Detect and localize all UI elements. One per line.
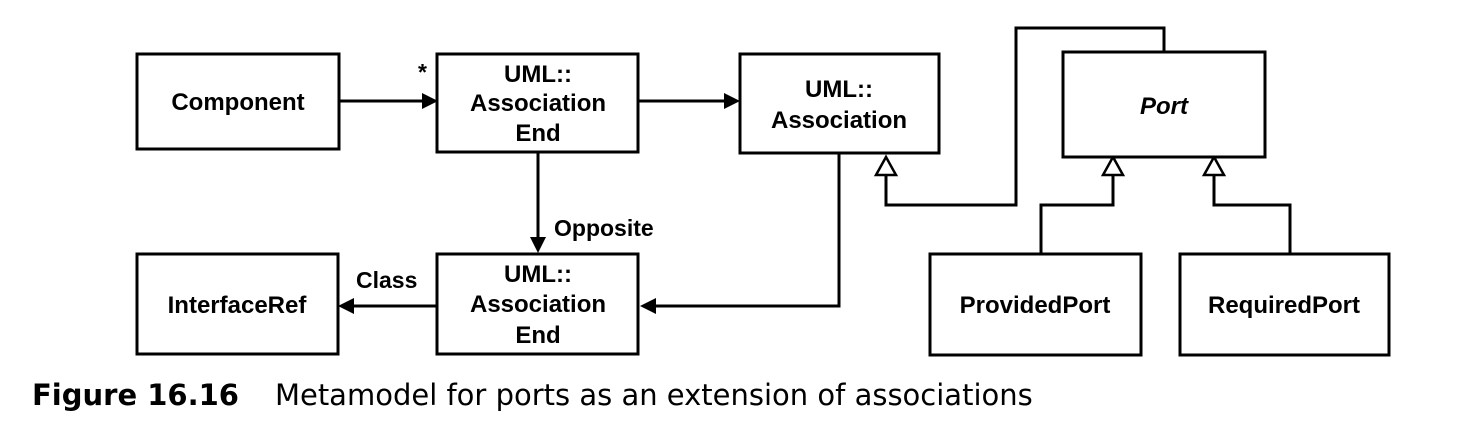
edge-provided-extends-port xyxy=(1039,154,1126,254)
class-name-line: End xyxy=(515,120,560,147)
class-name: RequiredPort xyxy=(1208,292,1360,319)
edge-required-extends-port xyxy=(1201,154,1292,254)
edge-end-class: Class xyxy=(338,267,437,314)
class-box-required-port: RequiredPort xyxy=(1178,252,1391,357)
class-name-line: Association xyxy=(470,90,606,117)
figure-caption: Figure 16.16 Metamodel for ports as an ex… xyxy=(32,378,1033,412)
edge-port-extends-association xyxy=(873,26,1166,207)
class-box-provided-port: ProvidedPort xyxy=(928,252,1143,357)
class-label: Class xyxy=(356,267,417,293)
class-name: Port xyxy=(1140,93,1189,120)
class-box-port: Port xyxy=(1061,50,1267,159)
opposite-label: Opposite xyxy=(554,215,654,241)
edge-end-opposite: Opposite xyxy=(530,152,654,253)
class-name-line: UML:: xyxy=(504,261,572,288)
class-box-interface-ref: InterfaceRef xyxy=(135,252,340,356)
class-box-association-end-top: UML:: Association End xyxy=(435,52,640,154)
edge-end-to-association xyxy=(638,93,740,109)
class-name-line: Association xyxy=(470,291,606,318)
class-name-line: Association xyxy=(771,107,907,134)
edge-association-to-end xyxy=(640,153,841,314)
class-name: InterfaceRef xyxy=(168,292,308,319)
class-name-line: UML:: xyxy=(504,61,572,88)
figure-number: Figure 16.16 xyxy=(32,378,239,412)
multiplicity-label: * xyxy=(418,59,427,85)
class-box-association: UML:: Association xyxy=(738,52,941,155)
class-name: ProvidedPort xyxy=(960,292,1111,319)
class-name-line: UML:: xyxy=(805,76,873,103)
class-name-line: End xyxy=(515,322,560,349)
class-box-component: Component xyxy=(135,52,341,151)
figure-caption-text: Metamodel for ports as an extension of a… xyxy=(274,378,1033,412)
edge-component-to-end: * xyxy=(339,59,438,109)
class-box-association-end-bottom: UML:: Association End xyxy=(435,252,640,356)
class-name: Component xyxy=(171,89,304,116)
